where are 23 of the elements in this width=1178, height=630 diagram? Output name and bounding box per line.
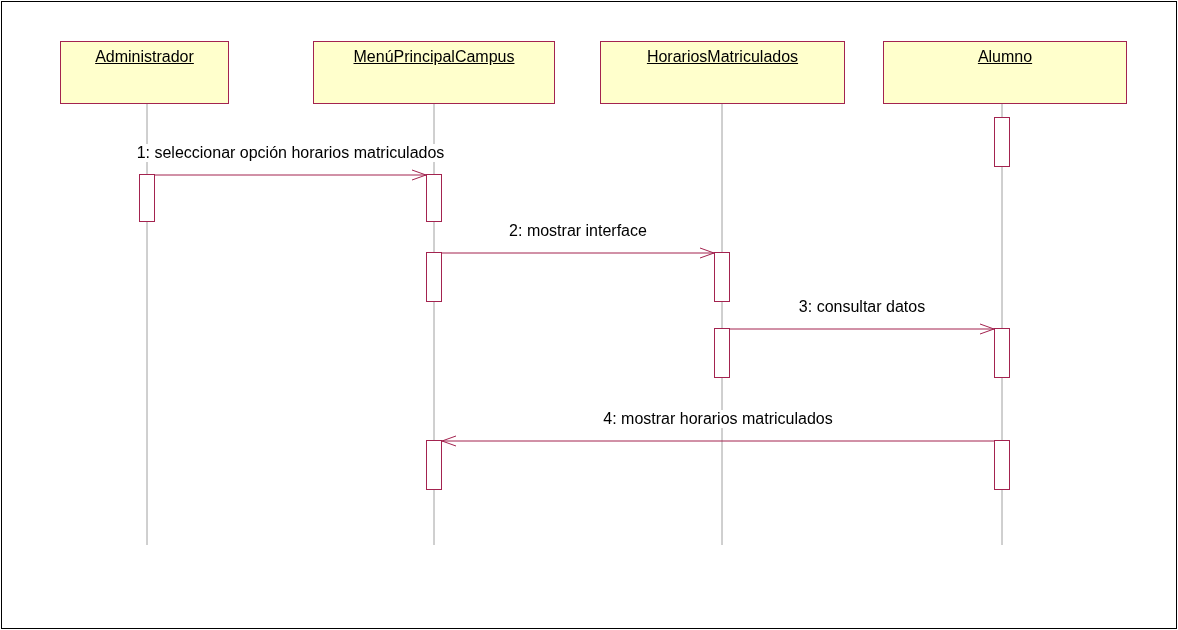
object-box (883, 41, 1127, 104)
edge-label: 1: seleccionar opción horarios matriculados (136, 144, 445, 162)
activation-bar (426, 174, 442, 222)
message-arrow (729, 323, 995, 335)
object-name: Administrador (95, 48, 194, 67)
activation-bar (426, 252, 442, 302)
activation-bar (994, 440, 1010, 490)
activation-bar (714, 252, 730, 302)
activation-bar (994, 328, 1010, 378)
activation-bar (714, 328, 730, 378)
message-arrow (441, 247, 715, 259)
object-box (60, 41, 229, 104)
message-arrow (441, 435, 995, 447)
activation-bar (426, 440, 442, 490)
object-name: Alumno (977, 48, 1033, 67)
object-name: MenúPrincipalCampus (353, 48, 515, 67)
object-name: HorariosMatriculados (646, 48, 799, 67)
message-arrow (154, 169, 427, 181)
activation-bar (994, 117, 1010, 167)
activation-bar (139, 174, 155, 222)
edge-label: 4: mostrar horarios matriculados (603, 410, 833, 428)
object-box (313, 41, 555, 104)
object-box (600, 41, 845, 104)
